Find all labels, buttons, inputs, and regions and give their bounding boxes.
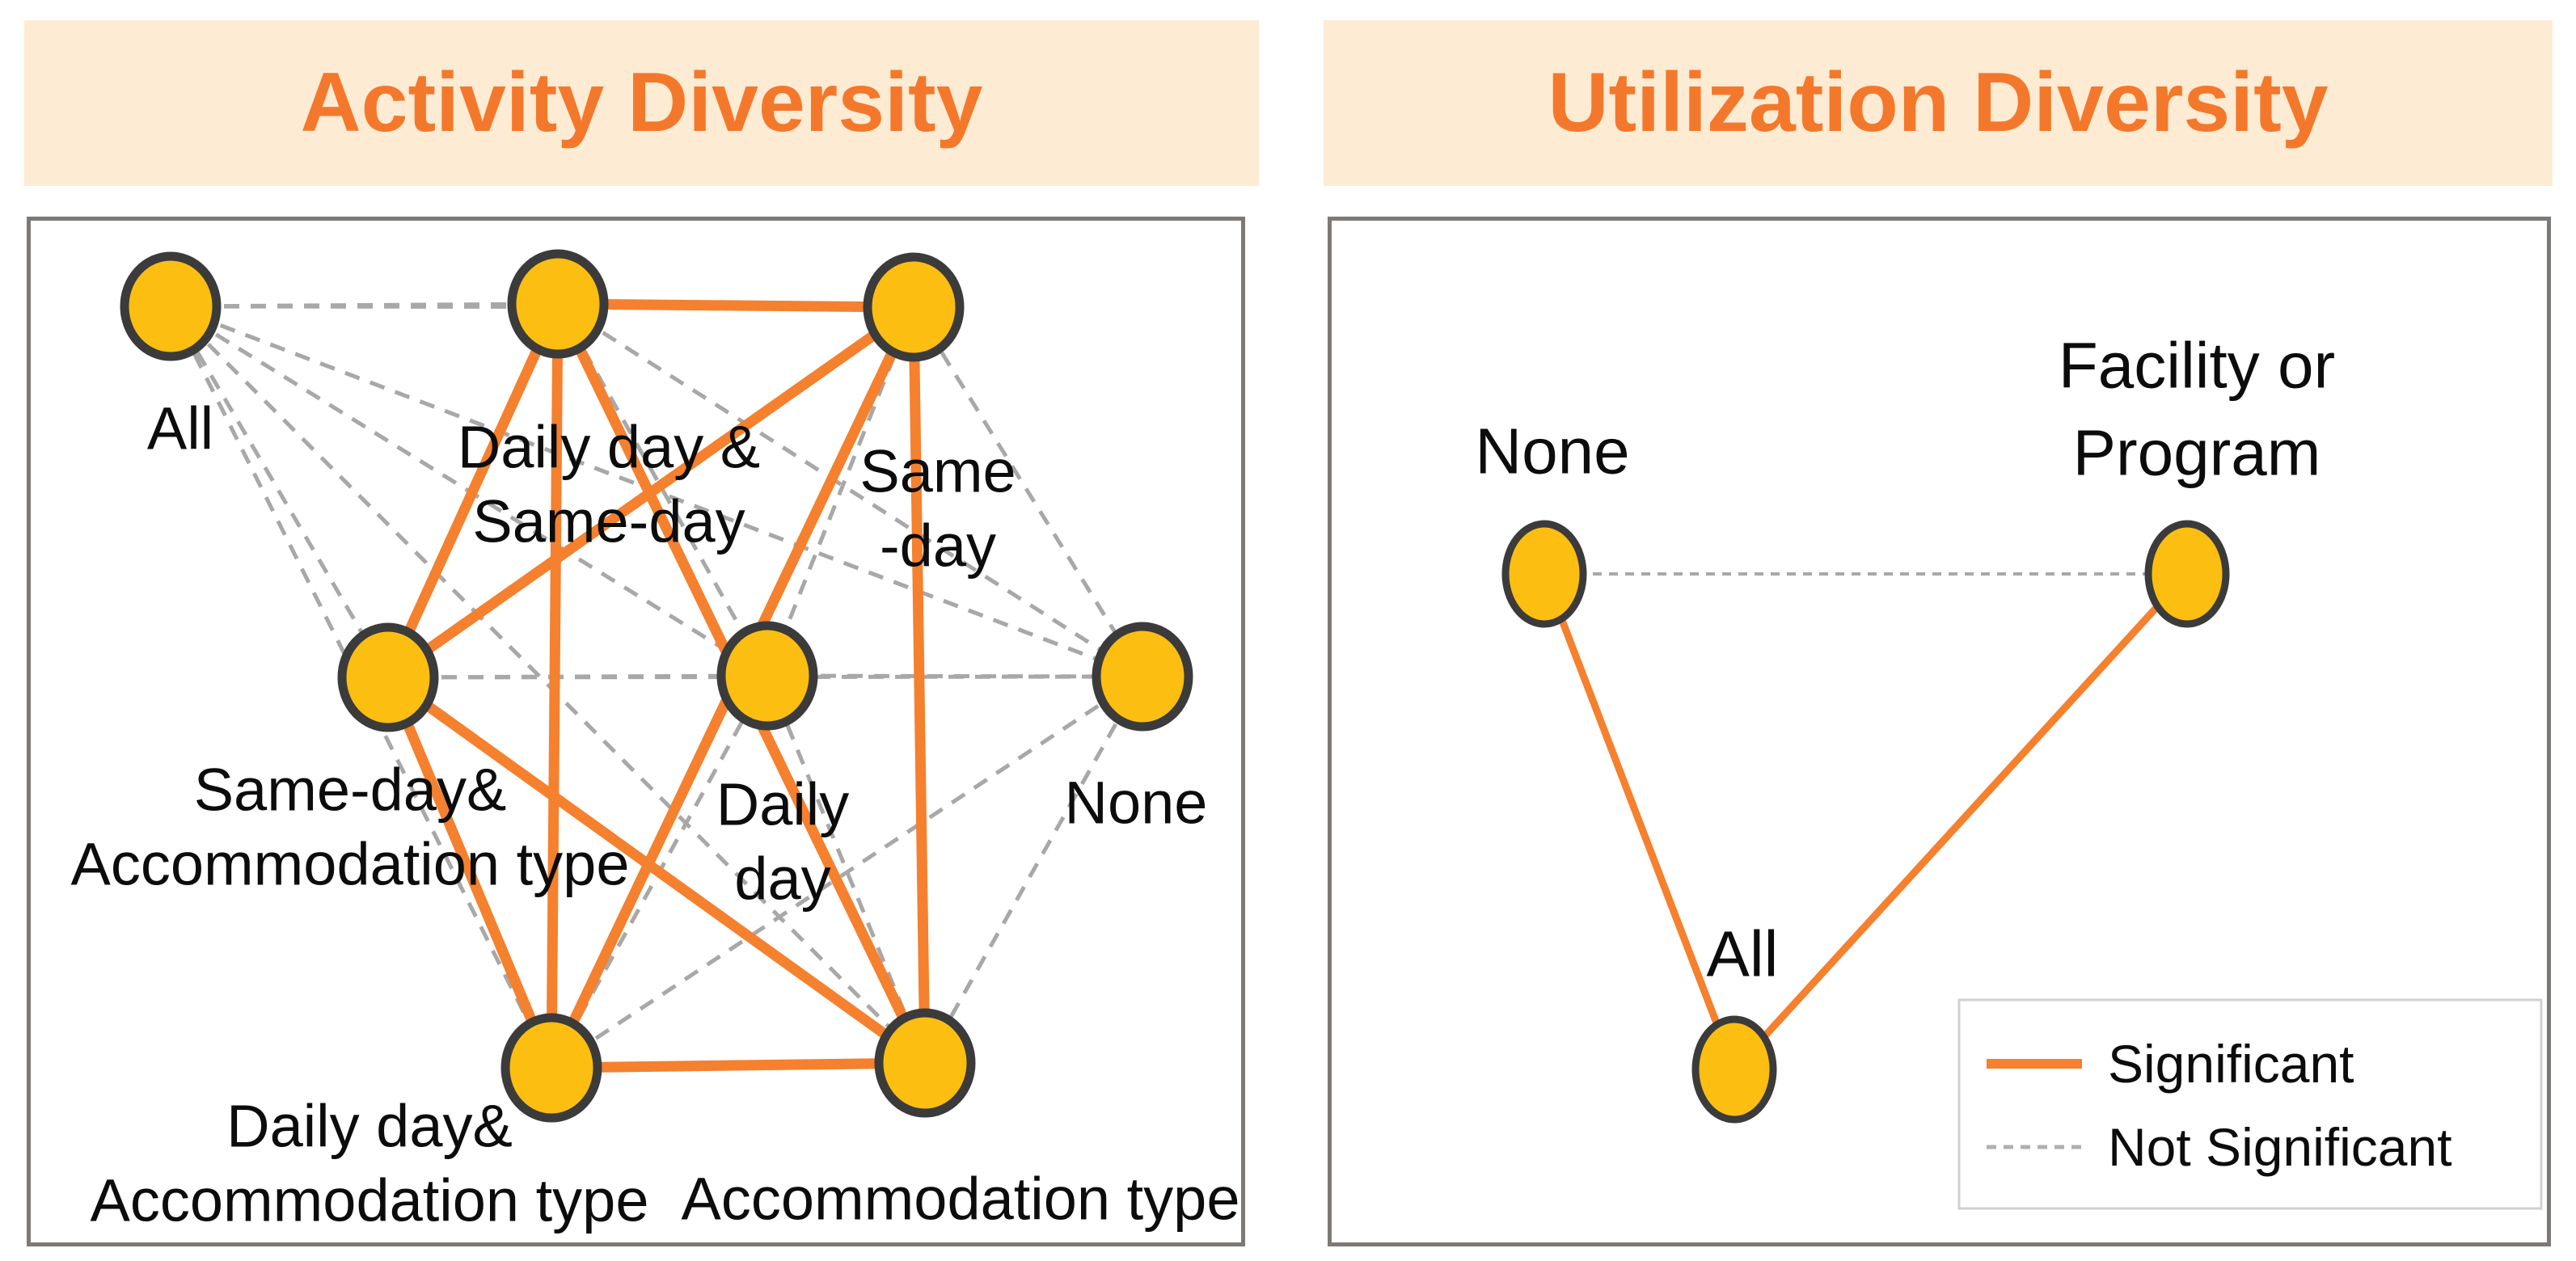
- node-label-same-day: Same: [859, 438, 1016, 505]
- node-same-accom: [337, 622, 439, 732]
- edge-same-day-accom-type-significant: [908, 306, 931, 1064]
- edge-daily-same-same-day-significant: [557, 298, 914, 313]
- edge-accom-type-none-not-significant: [923, 675, 1145, 1065]
- node-same-day: [863, 252, 965, 362]
- utilization-diversity-graph: None Facility or ProgramAllSignificantNot …: [1475, 330, 2543, 1210]
- activity-diversity-title: Activity Diversity: [300, 56, 983, 150]
- panel-header-activity-diversity: Activity Diversity: [24, 20, 1259, 186]
- edge-daily-same-daily-accom-significant: [546, 303, 564, 1069]
- edge-daily-same-same-accom-significant: [383, 302, 563, 680]
- node-label-accom-type: Accommodation type: [681, 1166, 1239, 1233]
- node-all: [1691, 1015, 1777, 1124]
- edge-facility-all-significant: [1731, 571, 2190, 1073]
- node-label-same-accom: Same-day&: [194, 757, 507, 824]
- edge-daily-same-none-not-significant: [556, 302, 1144, 679]
- node-none: [1501, 520, 1587, 628]
- node-accom-type: [874, 1008, 976, 1118]
- node-label-facility: Program: [2073, 417, 2321, 489]
- edge-none-all-significant: [1540, 572, 1738, 1071]
- edge-all-daily-accom-not-significant: [168, 305, 554, 1069]
- utilization-diversity-title: Utilization Diversity: [1548, 56, 2329, 150]
- node-daily-accom: [500, 1013, 602, 1123]
- node-facility: [2144, 520, 2230, 628]
- node-all: [120, 251, 222, 361]
- legend-label: Significant: [2108, 1034, 2354, 1094]
- edge-all-same-accom-not-significant: [168, 305, 391, 679]
- edge-same-day-none-not-significant: [911, 306, 1145, 678]
- node-none: [1092, 622, 1193, 732]
- edge-daily-accom-accom-type-significant: [551, 1057, 926, 1073]
- node-label-daily-same: Daily day &: [458, 414, 760, 481]
- legend-box: [1957, 998, 2543, 1210]
- node-label-all: All: [147, 395, 213, 462]
- node-label-daily-day: Daily: [716, 771, 849, 838]
- edge-same-accom-daily-accom-significant: [383, 675, 556, 1070]
- node-label-facility: Facility or: [2059, 330, 2335, 402]
- node-label-same-accom: Accommodation type: [70, 831, 629, 898]
- legend-label: Not Significant: [2108, 1117, 2452, 1177]
- node-label-daily-day: day: [734, 846, 830, 913]
- node-label-none: None: [1475, 415, 1629, 487]
- panel-header-utilization-diversity: Utilization Diversity: [1324, 20, 2553, 186]
- node-daily-same: [507, 249, 609, 359]
- edge-daily-same-daily-day-not-significant: [555, 302, 770, 677]
- edge-same-day-same-accom-significant: [385, 302, 917, 682]
- node-label-daily-accom: Daily day&: [226, 1093, 513, 1160]
- node-label-all: All: [1707, 918, 1779, 990]
- node-label-daily-accom: Accommodation type: [90, 1167, 648, 1234]
- edge-daily-accom-none-not-significant: [550, 674, 1144, 1070]
- edge-all-accom-type-not-significant: [169, 305, 927, 1065]
- edge-daily-day-none-not-significant: [766, 673, 1143, 679]
- node-label-none: None: [1065, 770, 1208, 837]
- edge-same-accom-accom-type-significant: [385, 673, 928, 1068]
- node-label-same-day: -day: [880, 512, 996, 580]
- node-daily-day: [716, 621, 818, 731]
- node-label-daily-same: Same-day: [472, 488, 745, 555]
